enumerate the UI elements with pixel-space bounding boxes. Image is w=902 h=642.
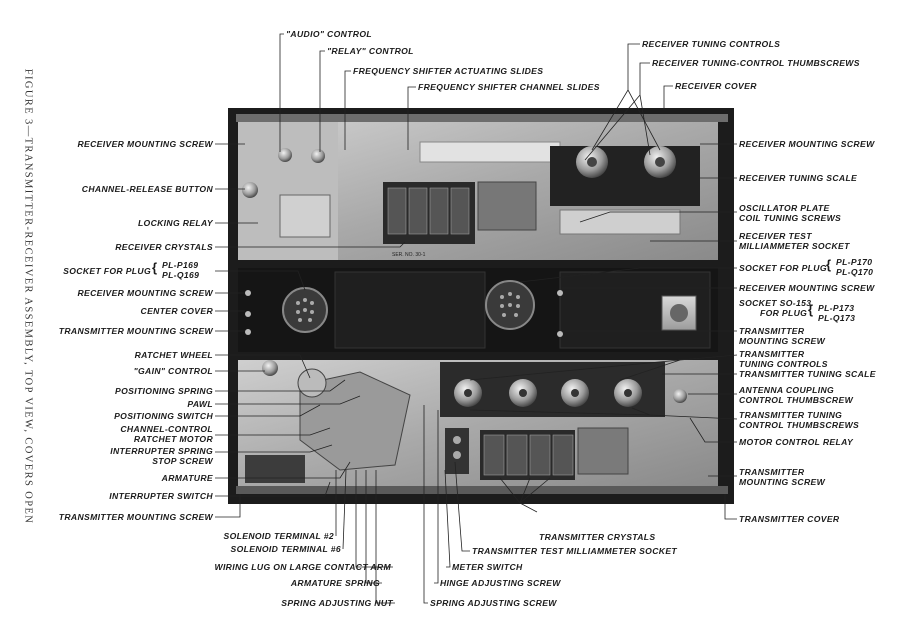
label-tx-tuning-scale: TRANSMITTER TUNING SCALE [739,369,876,379]
label-cc-motor-2: RATCHET MOTOR [133,434,213,444]
receiver-tuning-knob-left [576,146,608,178]
label-socket-left-q: PL-Q169 [162,270,200,280]
serial-plate: SER. NO. 30-1 [392,252,426,258]
label-spring-nut: SPRING ADJUSTING NUT [281,598,393,608]
label-center-cover: CENTER COVER [140,306,213,316]
receiver-tuning-knob-right [644,146,676,178]
label-int-spring-1: INTERRUPTER SPRING [110,446,213,456]
label-spring-screw: SPRING ADJUSTING SCREW [430,598,557,608]
label-osc-plate-2: COIL TUNING SCREWS [739,213,842,223]
label-tx-mount-left-2: TRANSMITTER MOUNTING SCREW [58,512,213,522]
label-socket-left: SOCKET FOR PLUG [63,266,151,276]
brace-right: { [826,257,832,272]
label-positioning-spring: POSITIONING SPRING [115,386,213,396]
label-tx-crystals: TRANSMITTER CRYSTALS [539,532,656,542]
receiver-deck [238,122,718,260]
label-rx-cover: RECEIVER COVER [675,81,757,91]
label-fs-actuating-slides: FREQUENCY SHIFTER ACTUATING SLIDES [353,66,544,76]
label-positioning-switch: POSITIONING SWITCH [114,411,213,421]
label-socket-right-p: PL-P170 [836,257,873,267]
tx-knob-4 [614,379,642,407]
label-osc-plate-1: OSCILLATOR PLATE [739,203,830,213]
label-rx-crystals: RECEIVER CRYSTALS [115,242,213,252]
label-tx-tuning-2: TUNING CONTROLS [739,359,828,369]
label-cc-motor-1: CHANNEL-CONTROL [120,424,213,434]
label-tx-tuning-1: TRANSMITTER [739,349,805,359]
label-tx-cover: TRANSMITTER COVER [739,514,840,524]
label-so153-4: PL-Q173 [818,313,856,323]
label-ratchet-wheel: RATCHET WHEEL [134,350,213,360]
label-relay-control: "RELAY" CONTROL [327,46,414,56]
label-audio-control: "AUDIO" CONTROL [286,29,372,39]
label-tx-thumb-1: TRANSMITTER TUNING [739,410,843,420]
label-rx-mount-right-2: RECEIVER MOUNTING SCREW [739,283,875,293]
label-meter-switch: METER SWITCH [452,562,523,572]
brace-so153: { [808,302,814,317]
label-solenoid-6: SOLENOID TERMINAL #6 [230,544,341,554]
label-rx-test-1: RECEIVER TEST [739,231,812,241]
label-armature-spring: ARMATURE SPRING [290,578,380,588]
label-armature: ARMATURE [161,473,213,483]
label-so153-1: SOCKET SO-153 [739,298,812,308]
transmitter-crystals [480,430,575,480]
label-so153-2: FOR PLUG [760,308,808,318]
label-gain-control: "GAIN" CONTROL [133,366,213,376]
socket-p169 [282,287,328,333]
label-antenna-2: CONTROL THUMBSCREW [739,395,854,405]
label-wiring-lug: WIRING LUG ON LARGE CONTACT ARM [214,562,391,572]
transmitter-tuning-panel [440,362,665,417]
label-rx-tuning-scale: RECEIVER TUNING SCALE [739,173,858,183]
label-socket-left-p: PL-P169 [162,260,199,270]
label-tx-mount-right-1: TRANSMITTER [739,326,805,336]
label-locking-relay: LOCKING RELAY [137,218,213,228]
label-fs-channel-slides: FREQUENCY SHIFTER CHANNEL SLIDES [418,82,600,92]
center-cover [238,268,718,352]
tx-knob-2 [509,379,537,407]
label-interrupter-switch: INTERRUPTER SWITCH [109,491,213,501]
label-rx-mount-right: RECEIVER MOUNTING SCREW [739,139,875,149]
label-tx-mount-right-3: TRANSMITTER [739,467,805,477]
receiver-crystals [383,182,475,244]
brace-left: { [152,260,158,275]
label-channel-release: CHANNEL-RELEASE BUTTON [81,184,213,194]
label-rx-mount-left: RECEIVER MOUNTING SCREW [77,139,213,149]
label-rx-mount-left-2: RECEIVER MOUNTING SCREW [77,288,213,298]
label-hinge-screw: HINGE ADJUSTING SCREW [440,578,561,588]
label-tx-test-socket: TRANSMITTER TEST MILLIAMMETER SOCKET [472,546,677,556]
tx-knob-3 [561,379,589,407]
label-tx-thumb-2: CONTROL THUMBSCREWS [739,420,860,430]
label-socket-right-q: PL-Q170 [836,267,874,277]
label-tx-mount-left: TRANSMITTER MOUNTING SCREW [58,326,213,336]
socket-p170 [485,280,535,330]
label-antenna-1: ANTENNA COUPLING [739,385,835,395]
ratchet-motor [299,371,411,471]
label-rx-test-2: MILLIAMMETER SOCKET [739,241,850,251]
label-so153-3: PL-P173 [818,303,855,313]
label-pawl: PAWL [187,399,213,409]
label-int-spring-2: STOP SCREW [152,456,213,466]
label-socket-right: SOCKET FOR PLUG [739,263,827,273]
label-tx-mount-right-2: MOUNTING SCREW [739,336,826,346]
transmitter-deck [238,360,718,486]
label-tx-mount-right-4: MOUNTING SCREW [739,477,826,487]
label-motor-relay: MOTOR CONTROL RELAY [739,437,854,447]
label-solenoid-2: SOLENOID TERMINAL #2 [223,531,334,541]
socket-so153 [661,295,697,331]
label-rx-thumbscrews: RECEIVER TUNING-CONTROL THUMBSCREWS [652,58,860,68]
tx-knob-1 [454,379,482,407]
receiver-tuning-panel [550,146,700,206]
chassis-frame [228,108,734,504]
label-rx-tuning-controls: RECEIVER TUNING CONTROLS [642,39,781,49]
